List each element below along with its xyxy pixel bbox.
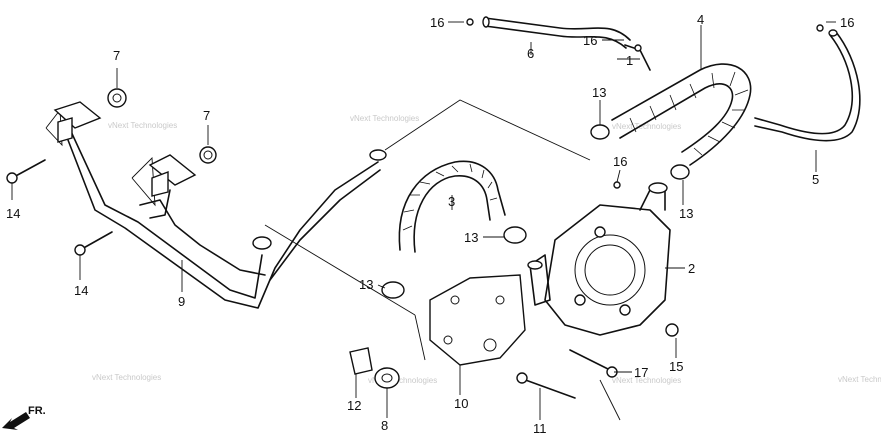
watermark: vNext Technologies (368, 376, 437, 385)
reference-line (384, 99, 591, 161)
callout-13: 13 (592, 85, 606, 100)
callout-14: 14 (74, 283, 88, 298)
reference-lines (45, 99, 621, 421)
callout-10: 10 (454, 396, 468, 411)
direction-label: FR. (28, 405, 46, 417)
watermark: vNext Technologies (612, 376, 681, 385)
leader-line (616, 169, 621, 183)
clamps-part-13 (381, 124, 690, 299)
callout-12: 12 (347, 398, 361, 413)
callout-7: 7 (113, 48, 120, 63)
watermark: vNext Technologies (612, 122, 681, 131)
reference-line (414, 314, 426, 361)
callout-16: 16 (840, 15, 854, 30)
leaders (11, 21, 836, 420)
callout-16: 16 (583, 33, 597, 48)
pipe-part-9 (53, 101, 387, 309)
watermark: vNext Technologies (350, 114, 419, 123)
callout-3: 3 (448, 194, 455, 209)
callout-16: 16 (430, 15, 444, 30)
reference-line (599, 379, 621, 421)
callout-13: 13 (359, 277, 373, 292)
hose-part-4 (611, 63, 752, 166)
watermark: vNext Technologies (108, 121, 177, 130)
reference-line (264, 224, 416, 316)
callout-11: 11 (533, 421, 547, 436)
hose-part-5 (754, 29, 861, 142)
front-direction-indicator: FR. (2, 405, 46, 430)
hose-part-3 (398, 160, 506, 253)
callout-2: 2 (688, 261, 695, 276)
callout-14: 14 (6, 206, 20, 221)
callout-4: 4 (697, 12, 704, 27)
watermarks: vNext Technologies vNext Technologies vN… (92, 114, 881, 385)
callout-17: 17 (634, 365, 648, 380)
watermark: vNext Technologies (92, 373, 161, 382)
direction-arrow-icon (2, 412, 30, 430)
callout-16: 16 (613, 154, 627, 169)
bracket-part-10 (429, 274, 526, 366)
leader-line (377, 284, 386, 289)
callout-7: 7 (203, 108, 210, 123)
fittings (6, 18, 824, 399)
callout-13: 13 (679, 206, 693, 221)
hose-part-6 (482, 16, 631, 49)
callout-1: 1 (626, 53, 633, 68)
callout-15: 15 (669, 359, 683, 374)
callouts: 1 2 3 4 5 6 7 7 8 9 10 11 12 13 13 13 13… (6, 12, 854, 436)
callout-9: 9 (178, 294, 185, 309)
watermark: vNext Technologies (838, 375, 881, 384)
callout-8: 8 (381, 418, 388, 433)
pump-part-2 (527, 182, 671, 336)
callout-5: 5 (812, 172, 819, 187)
callout-13: 13 (464, 230, 478, 245)
callout-6: 6 (527, 46, 534, 61)
